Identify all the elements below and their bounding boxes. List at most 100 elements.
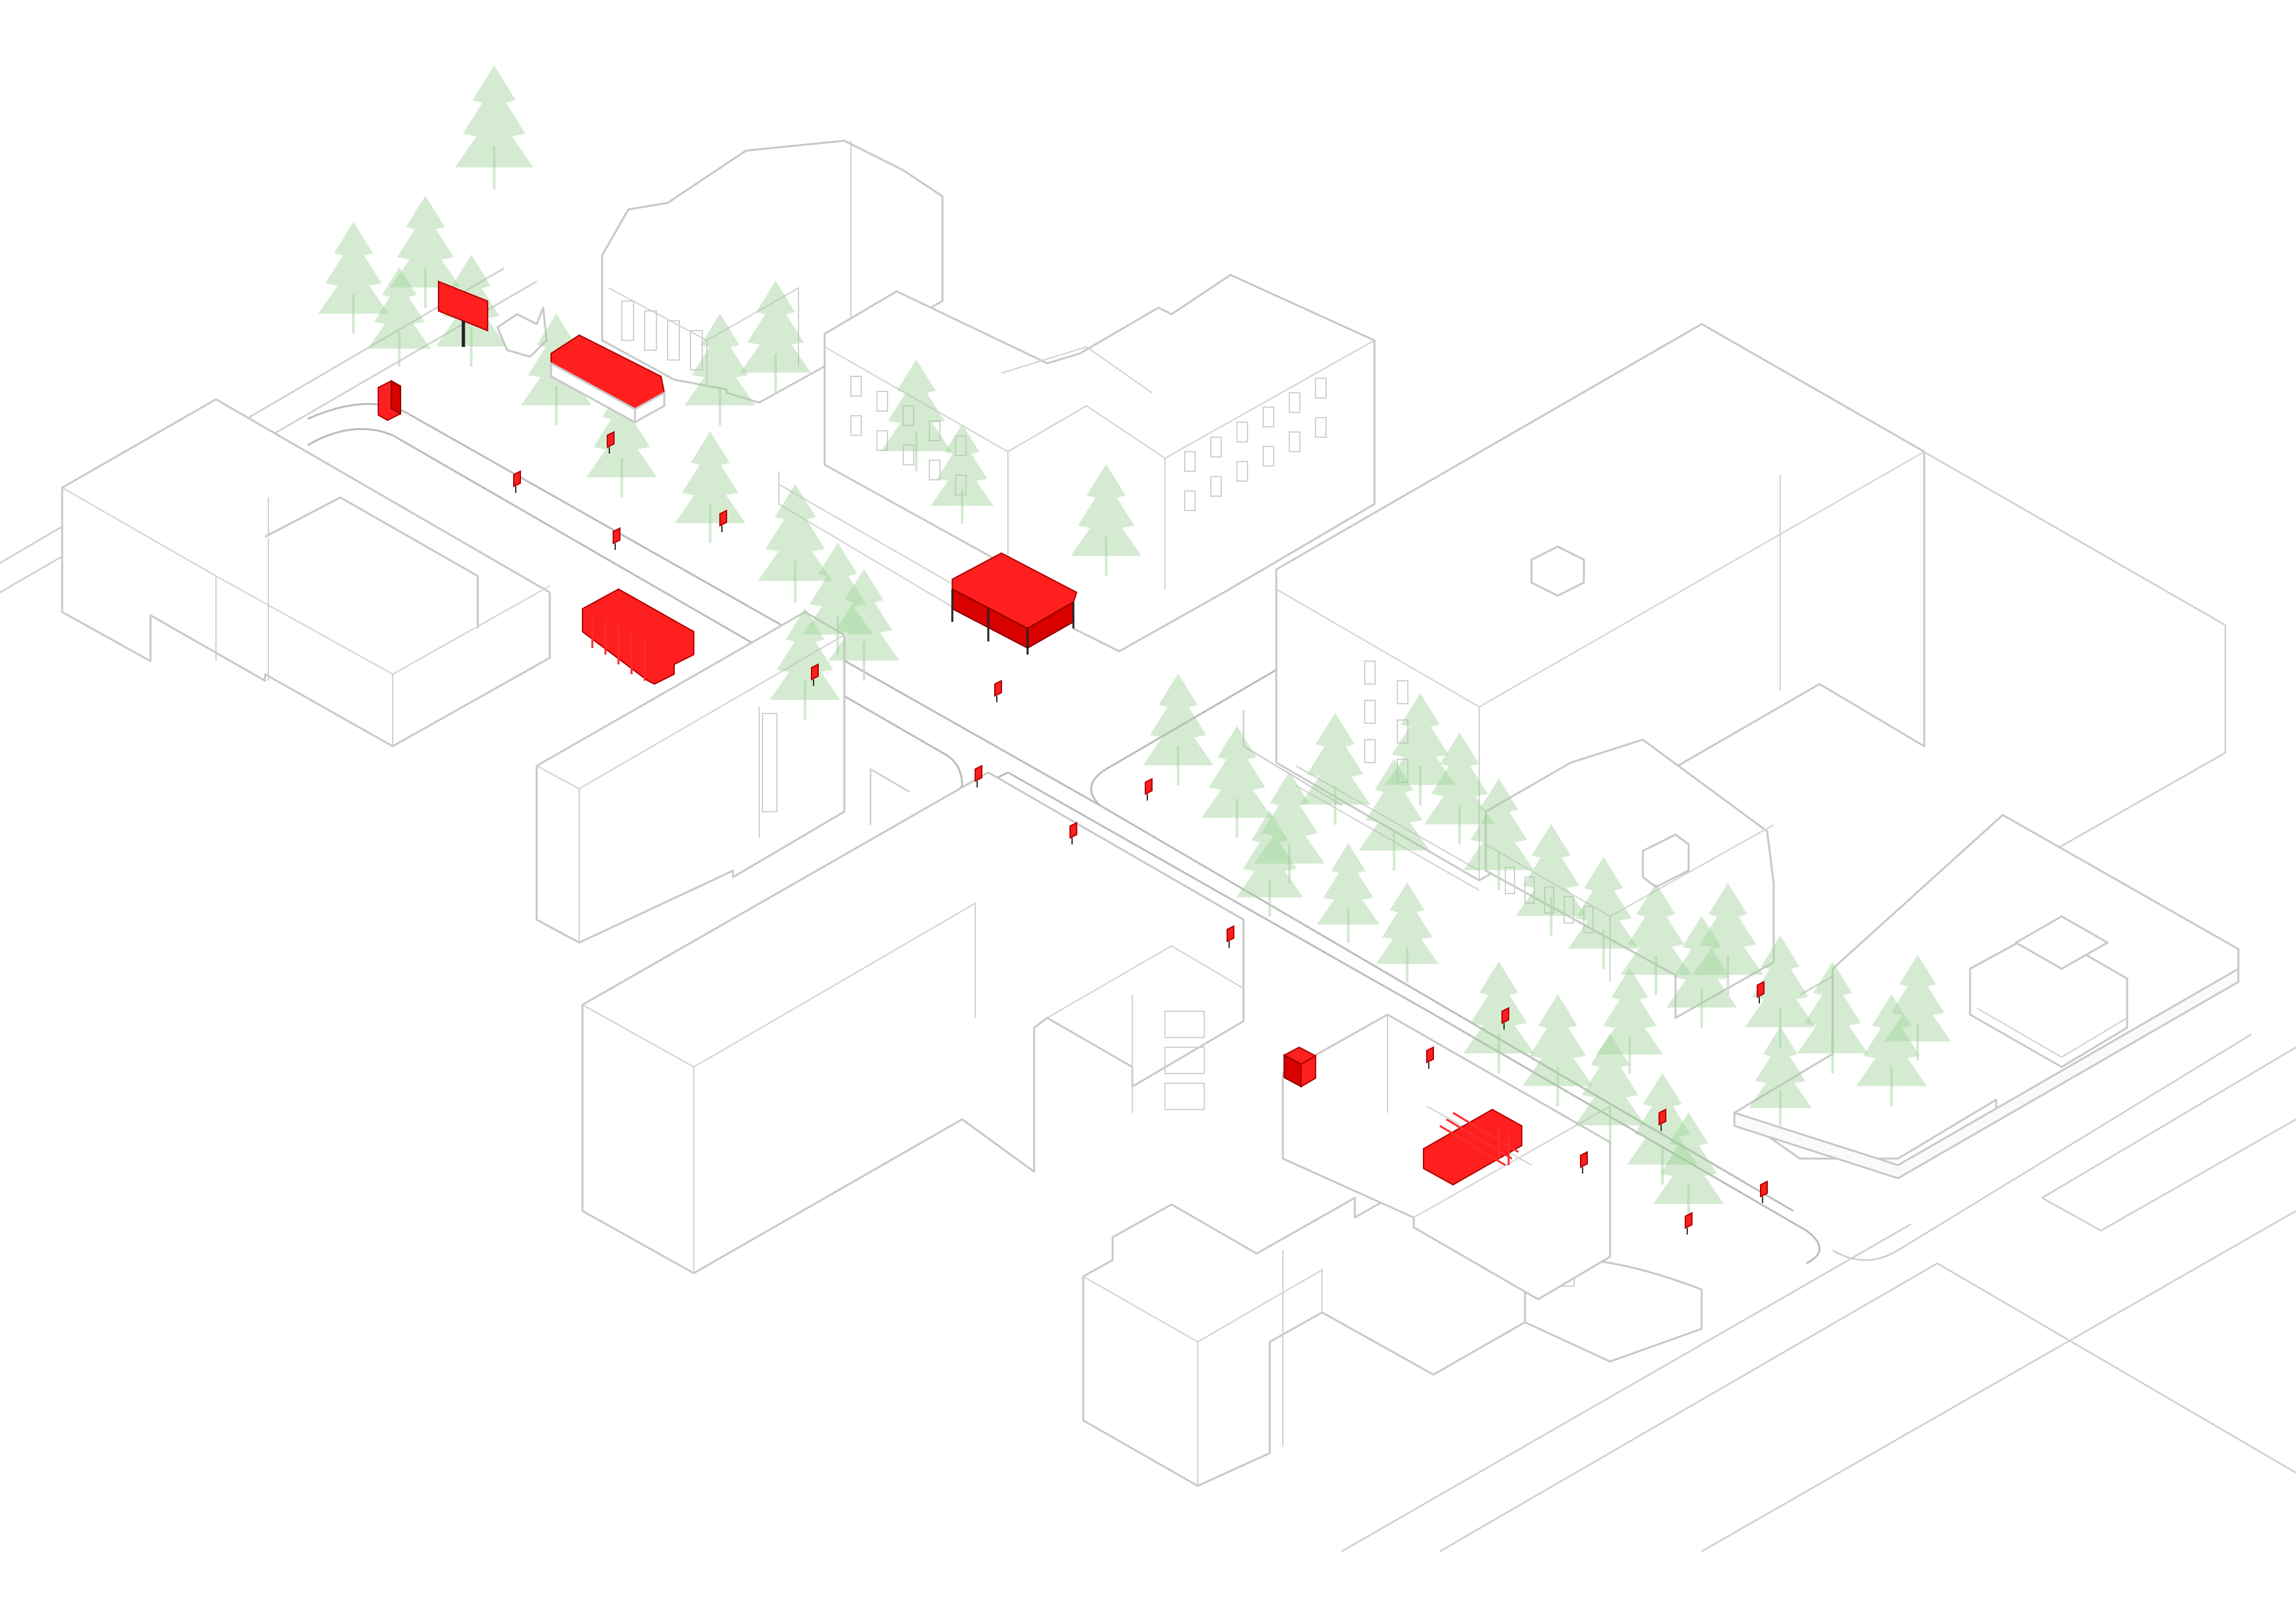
street-markers [513,431,1768,1235]
tree [1522,994,1593,1106]
tree [1575,1034,1645,1146]
street-marker [1685,1212,1693,1235]
tree [1463,962,1534,1074]
tree [318,222,389,334]
tree [829,569,899,681]
street-marker [975,765,982,787]
tree-crown [1463,962,1534,1054]
tree-crown [758,484,833,581]
tree [1463,778,1534,890]
street-marker-face [607,431,615,448]
tree-crown [368,267,431,349]
street-marker-face [994,679,1002,697]
street-marker-face [1580,1151,1588,1168]
tree [1071,464,1141,576]
tree [1254,772,1325,884]
building-right-villa [1484,738,1775,1019]
tree [1749,1026,1812,1126]
tree [1143,674,1213,785]
tree [881,359,952,471]
street-marker-face [1426,1046,1434,1064]
tree [1236,810,1303,916]
tree [1596,967,1663,1074]
tree-crown [1424,732,1495,825]
tree [1797,962,1868,1074]
tree-crown [1884,954,1951,1041]
tree-crown [1516,824,1587,916]
building-middle-left [535,611,846,944]
street-marker-face [719,509,727,527]
tree [675,431,745,543]
tree [1424,732,1495,844]
tree-crown [1522,994,1593,1087]
tree-crown [740,281,811,373]
street-marker [1227,925,1234,948]
street-marker [1426,1046,1434,1069]
tree-crown [1797,962,1868,1054]
tree-crown [802,543,873,635]
buildings [61,139,2240,1487]
tree-crown [1143,674,1213,766]
street-marker [1580,1151,1588,1174]
tree [1376,882,1439,982]
tree-crown [455,65,533,168]
tree [802,543,873,655]
tree-crown [1745,935,1816,1028]
tree-crown [931,424,994,506]
tree-crown [1236,810,1303,897]
tree-crown [1071,464,1141,556]
tree [1884,954,1951,1060]
pavilion-red-roof [550,334,666,424]
tree [368,267,431,367]
tree-crown [881,359,952,452]
building-center-large [778,274,1376,653]
tree [740,281,811,393]
tree-crown [675,431,745,524]
tree-crown [1693,883,1763,975]
tree [1621,883,1691,995]
pergola-bottom [1423,1108,1522,1186]
tree-crown [318,222,389,314]
tree-crown [1621,883,1691,975]
tree-crown [1463,778,1534,871]
building-right-compound [1733,814,2240,1180]
street-marker [607,431,615,454]
street-marker [613,527,620,550]
street-marker-face [1501,1007,1509,1024]
street-marker [1757,981,1765,1003]
tree [931,424,994,524]
tree [586,386,657,497]
street-marker-face [1069,821,1077,839]
pavilion-glass [951,552,1078,655]
booth-red [378,380,401,422]
tree [455,65,533,190]
tree-crown [586,386,657,478]
tree [1666,916,1737,1028]
tree-crown [1359,759,1429,851]
tree-crown [829,569,899,661]
tree-crown [1653,1112,1724,1204]
tree-crown [390,196,461,288]
street-marker-face [1685,1212,1693,1229]
tree [1385,693,1456,805]
street-marker-face [613,527,620,545]
tree-crown [1300,713,1371,805]
billboard [438,280,488,347]
tree-crown [770,608,840,700]
tree [1693,883,1763,995]
tree-crown [1596,967,1663,1055]
tree [1856,994,1927,1106]
tree [685,314,755,425]
street-marker-face [1760,1180,1768,1198]
street-marker [513,470,521,493]
tree-crown [1254,772,1325,864]
tree-crown [1317,843,1380,925]
tree [1300,713,1371,825]
tree [1745,935,1816,1047]
tree [758,484,833,602]
street-marker-face [1757,981,1765,998]
street-marker-face [513,470,521,488]
kiosk-white [496,306,548,358]
tree [390,196,461,308]
street-marker-face [1145,778,1153,795]
